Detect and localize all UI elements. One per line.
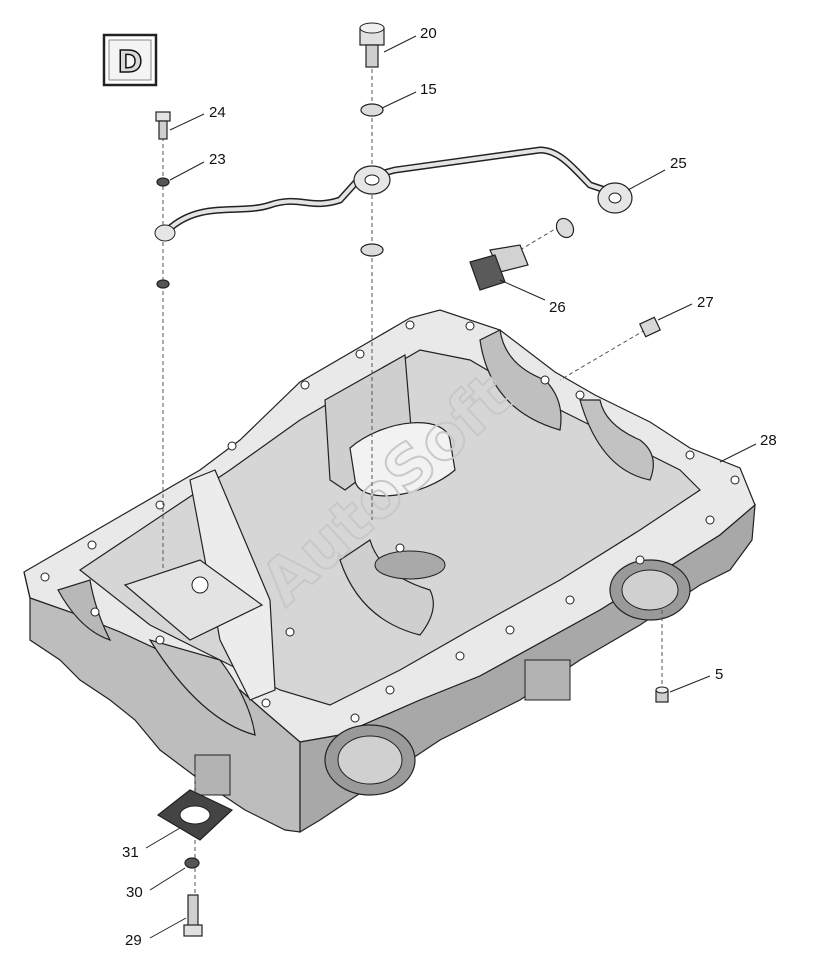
part-25-oil-pipe	[154, 146, 633, 242]
part-31-gasket	[156, 789, 234, 841]
callout-27: 27	[697, 294, 714, 311]
callout-15: 15	[420, 81, 437, 98]
section-badge: D	[102, 33, 158, 87]
part-20-banjo-bolt	[359, 22, 385, 68]
part-26-fitting	[469, 244, 529, 291]
part-23-washer	[156, 177, 170, 187]
part-29-bolt	[183, 894, 203, 937]
oil-pan-housing	[23, 309, 756, 834]
callout-24: 24	[209, 104, 226, 121]
callouts: 20 15 24 23 25 26 27 28 5 31 30 29	[122, 25, 777, 949]
washer-26	[555, 217, 575, 239]
part-27-pin	[638, 316, 662, 338]
callout-5: 5	[715, 666, 723, 683]
part-24-bolt	[155, 111, 171, 140]
washer-23-lower	[156, 279, 170, 289]
callout-31: 31	[122, 844, 139, 861]
flange-holes	[40, 320, 740, 723]
callout-25: 25	[670, 155, 687, 172]
callout-26: 26	[549, 299, 566, 316]
callout-29: 29	[125, 932, 142, 949]
part-30-washer	[184, 857, 200, 869]
callout-28: 28	[760, 432, 777, 449]
callout-23: 23	[209, 151, 226, 168]
callout-30: 30	[126, 884, 143, 901]
part-5-plug	[655, 686, 669, 703]
callout-20: 20	[420, 25, 437, 42]
washer-lower	[360, 243, 384, 257]
section-badge-letter: D	[118, 45, 143, 80]
part-15-washer	[360, 103, 384, 117]
